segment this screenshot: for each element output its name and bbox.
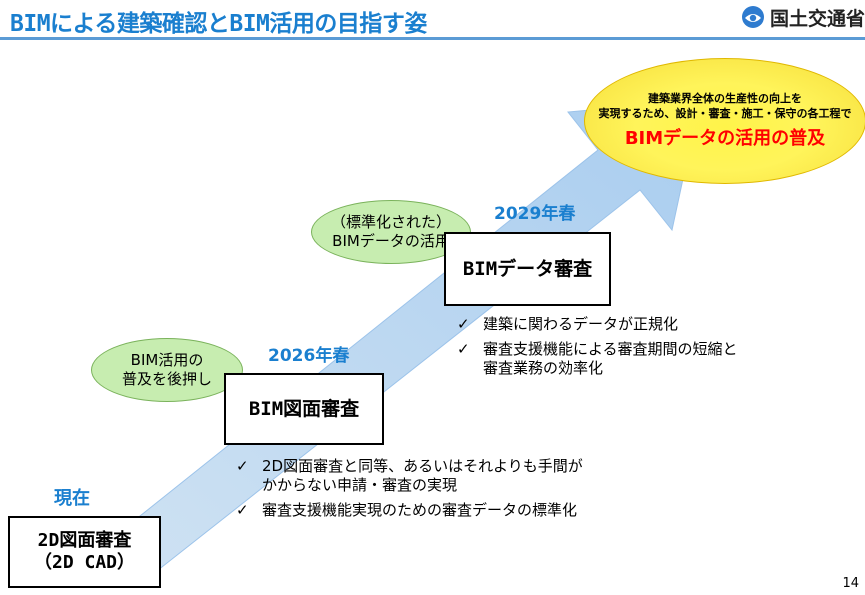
bullet-2029-1-line-1: 建築に関わるデータが正規化 — [483, 315, 679, 333]
check-icon: ✓ — [236, 500, 249, 519]
check-icon: ✓ — [457, 339, 470, 358]
stage-box-bim-data-review: BIMデータ審査 — [444, 232, 611, 306]
time-label-2029: 2029年春 — [494, 204, 576, 224]
bubble-bim-data-use-line-1: （標準化された） — [330, 213, 451, 232]
time-label-2026: 2026年春 — [268, 346, 350, 366]
goal-line-1: 建築業界全体の生産性の向上を — [648, 92, 802, 106]
time-label-current: 現在 — [54, 488, 90, 509]
page-number: 14 — [842, 576, 859, 591]
stage-box-2d-subtitle: （2D CAD） — [33, 552, 136, 573]
stage-box-2d-review: 2D図面審査 （2D CAD） — [8, 516, 161, 588]
title-underline — [0, 37, 865, 40]
list-item: ✓ 審査支援機能による審査期間の短縮と 審査業務の効率化 — [457, 340, 837, 378]
bullet-2029-2-line-1: 審査支援機能による審査期間の短縮と — [483, 339, 738, 358]
bubble-bim-promotion: BIM活用の 普及を後押し — [91, 338, 243, 402]
bullet-2026-1-line-1: 2D図面審査と同等、あるいはそれよりも手間が — [262, 457, 583, 475]
page-title: BIMによる建築確認とBIM活用の目指す姿 — [10, 11, 427, 37]
ministry-brand: 国土交通省 — [740, 2, 865, 32]
bubble-bim-promotion-line-2: 普及を後押し — [121, 370, 212, 388]
goal-main-text: BIMデータの活用の普及 — [624, 127, 826, 149]
check-icon: ✓ — [236, 457, 249, 475]
bullet-2029-2-line-2: 審査業務の効率化 — [483, 358, 604, 377]
ministry-logo-icon — [741, 6, 764, 28]
bullet-2026-1-line-2: かからない申請・審査の実現 — [262, 475, 458, 494]
list-item: ✓ 2D図面審査と同等、あるいはそれよりも手間が かからない申請・審査の実現 — [236, 457, 676, 495]
bullet-list-2029: ✓ 建築に関わるデータが正規化 ✓ 審査支援機能による審査期間の短縮と 審査業務… — [457, 315, 837, 383]
stage-box-bim-drawing-review: BIM図面審査 — [224, 373, 384, 445]
goal-ellipse: 建築業界全体の生産性の向上を 実現するため、設計・審査・施工・保守の各工程で B… — [584, 58, 865, 184]
bubble-bim-promotion-line-1: BIM活用の — [130, 351, 204, 370]
bullet-list-2026: ✓ 2D図面審査と同等、あるいはそれよりも手間が かからない申請・審査の実現 ✓… — [236, 457, 676, 525]
ministry-name: 国土交通省 — [769, 7, 865, 30]
bullet-2026-2-line-1: 審査支援機能実現のための審査データの標準化 — [262, 500, 578, 519]
stage-box-bim-data-title: BIMデータ審査 — [462, 257, 593, 280]
stage-box-bim-drawing-title: BIM図面審査 — [248, 397, 360, 420]
list-item: ✓ 建築に関わるデータが正規化 — [457, 315, 837, 334]
goal-line-2: 実現するため、設計・審査・施工・保守の各工程で — [598, 107, 852, 120]
check-icon: ✓ — [457, 315, 470, 333]
stage-box-2d-title: 2D図面審査 — [37, 530, 132, 552]
bubble-bim-data-use-line-2: BIMデータの活用 — [332, 232, 450, 250]
list-item: ✓ 審査支援機能実現のための審査データの標準化 — [236, 501, 676, 520]
